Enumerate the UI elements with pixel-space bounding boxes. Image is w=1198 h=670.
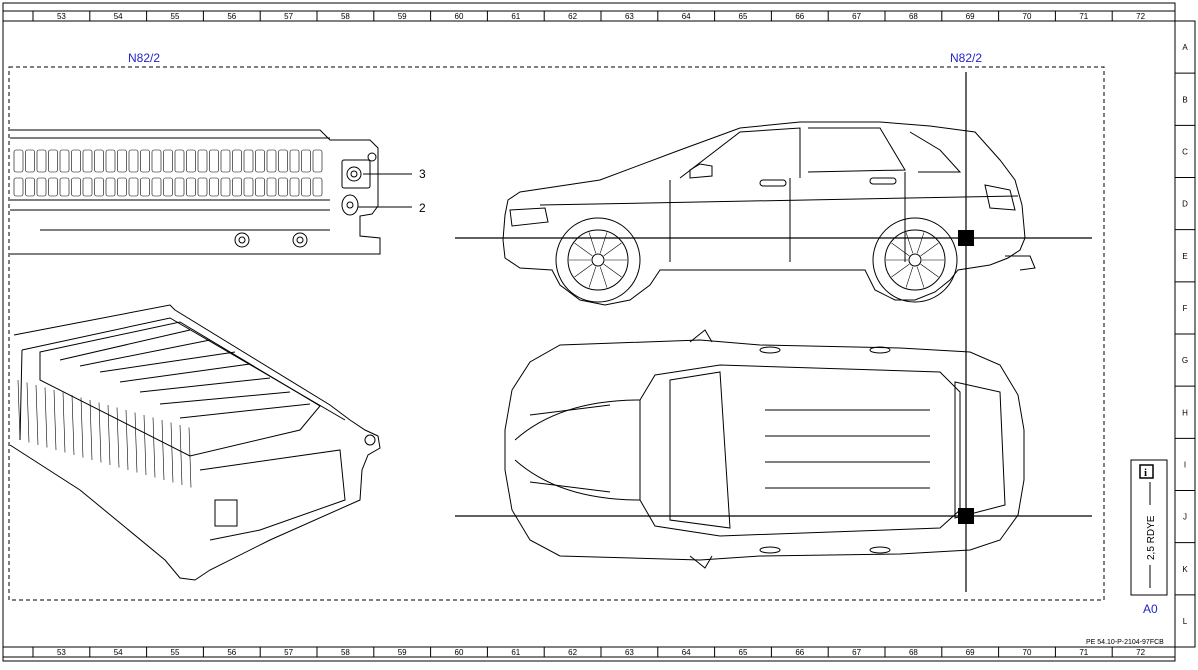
column-label: 64 [682,12,691,21]
column-label: 61 [511,12,520,21]
column-label: 64 [682,648,691,657]
component-label-left: N82/2 [128,51,160,65]
row-label: E [1182,252,1187,261]
column-label: 59 [398,12,407,21]
column-label: 53 [57,12,66,21]
info-icon[interactable] [1139,464,1154,479]
vehicle-side-view [502,121,1036,306]
column-label: 63 [625,648,634,657]
column-label: 60 [455,12,464,21]
column-label: 70 [1023,648,1032,657]
column-label: 66 [795,648,804,657]
column-label: 54 [114,648,123,657]
row-label: G [1182,356,1188,365]
row-label: C [1182,147,1188,156]
row-label: A [1182,43,1188,52]
column-label: 56 [227,648,236,657]
column-label: 63 [625,12,634,21]
column-label: 55 [171,648,180,657]
column-label: 70 [1023,12,1032,21]
row-label: K [1182,565,1188,574]
column-label: 67 [852,648,861,657]
component-label-right: N82/2 [950,51,982,65]
column-ruler-top: 53 54 55 56 57 58 59 60 61 62 63 64 65 66 67 68 69 70 71 72 [32,11,1146,21]
component-boundary [8,66,1105,601]
column-label: 72 [1136,12,1145,21]
callout-2: 2 [419,201,426,215]
column-label: 65 [739,648,748,657]
column-label: 61 [511,648,520,657]
document-id: PE 54.10-P-2104-97FCB [1086,639,1164,646]
battery-module-side-view [10,129,381,255]
column-label: 65 [739,12,748,21]
column-label: 57 [284,648,293,657]
column-label: 68 [909,12,918,21]
column-label: 72 [1136,648,1145,657]
column-ruler-bottom: 53 54 55 56 57 58 59 60 61 62 63 64 65 66 67 68 69 70 71 72 [32,647,1146,657]
column-label: 66 [795,12,804,21]
column-label: 58 [341,12,350,21]
row-label: F [1183,304,1188,313]
battery-module-isometric-view [9,304,381,581]
column-label: 69 [966,648,975,657]
column-label: 54 [114,12,123,21]
callout-3: 3 [419,167,426,181]
vehicle-top-view [504,329,1025,569]
row-ruler: A B C D E F G H I J K L [1175,43,1195,626]
locator-lines [455,72,1092,592]
row-label: B [1182,95,1187,104]
column-label: 68 [909,648,918,657]
column-label: 71 [1079,12,1088,21]
row-label: H [1182,408,1188,417]
column-label: 55 [171,12,180,21]
location-marker-top [958,508,974,524]
wire-info-box: i 2,5 RDYE [1130,459,1168,596]
row-label: L [1183,617,1188,626]
wire-spec: 2,5 RDYE [1146,515,1157,560]
column-label: 58 [341,648,350,657]
row-label: D [1182,200,1188,209]
row-label: I [1184,460,1186,469]
column-label: 60 [455,648,464,657]
info-icon-glyph: i [1144,467,1147,479]
column-label: 56 [227,12,236,21]
column-label: 59 [398,648,407,657]
row-label: J [1183,513,1187,522]
column-label: 71 [1079,648,1088,657]
column-label: 62 [568,648,577,657]
location-marker-side [958,230,974,246]
column-label: 62 [568,12,577,21]
column-label: 57 [284,12,293,21]
column-label: 67 [852,12,861,21]
column-label: 53 [57,648,66,657]
column-label: 69 [966,12,975,21]
connector-label: A0 [1143,602,1158,616]
